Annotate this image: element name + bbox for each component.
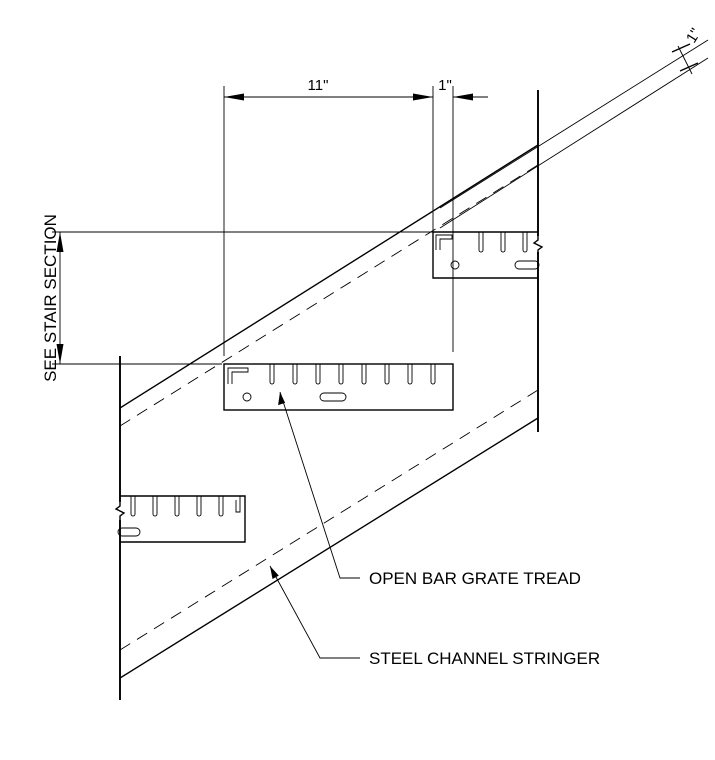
tick-mark-top: [671, 43, 691, 53]
open-bar-grate-tread: [223, 363, 454, 411]
lower-tread-slot: [174, 496, 180, 517]
middle-tread-slot: [315, 364, 321, 385]
upper-tread-bolt-hole: [450, 260, 460, 270]
upper-grate-tread: [432, 231, 544, 279]
middle-tread-slot: [384, 364, 390, 385]
tread-leader-line: [279, 391, 360, 579]
upper-tread-nosing-bar: [435, 234, 453, 250]
arrowhead-bottom: [56, 344, 64, 364]
lower-tread-slot: [130, 496, 136, 517]
lower-tread-slot: [196, 496, 202, 517]
stringer-callout: STEEL CHANNEL STRINGER: [269, 565, 600, 668]
upper-break-gap: [533, 236, 543, 252]
middle-tread-slot: [292, 364, 298, 385]
tread-callout-label: OPEN BAR GRATE TREAD: [369, 569, 581, 588]
lower-tread-slot: [152, 496, 158, 517]
upper-tread-slot: [522, 232, 528, 253]
thickness-dimension-line: [677, 45, 693, 75]
stringer-bottom-flange-hidden: [119, 389, 539, 651]
thickness-dimension: 1": [439, 26, 709, 229]
lower-break-symbol: [114, 502, 126, 520]
stringer-bottom-edge: [119, 417, 539, 679]
stringer-leader-line: [269, 565, 360, 659]
lower-tread-slot-hole: [117, 527, 141, 537]
lower-grate-tread: [114, 495, 246, 543]
thickness-dimension-label: 1": [683, 26, 705, 47]
nosing-label: 1": [438, 77, 452, 94]
middle-tread-slot: [430, 364, 436, 385]
stringer-leader-arrow: [270, 566, 279, 579]
middle-tread-outline: [223, 363, 454, 411]
stringer-callout-label: STEEL CHANNEL STRINGER: [369, 649, 600, 668]
riser-vertical-dimension: SEE STAIR SECTION: [41, 214, 433, 382]
arrowhead-nosing: [453, 93, 473, 101]
tread-leader-arrow: [278, 392, 286, 406]
middle-tread-slot: [269, 364, 275, 385]
middle-tread-nosing-bar: [227, 367, 249, 384]
upper-tread-outline: [432, 231, 538, 279]
lower-tread-slot: [218, 496, 224, 517]
lower-tread-end-bar: [235, 496, 241, 513]
middle-tread-bolt-hole: [242, 392, 252, 402]
middle-tread-slot: [361, 364, 367, 385]
see-stair-section-note: SEE STAIR SECTION: [41, 214, 60, 382]
arrowhead-right: [413, 93, 433, 101]
middle-tread-slot-hole: [319, 392, 347, 402]
tread-horizontal-dimension: 11" 1": [223, 77, 488, 356]
stringer-top-edge: [119, 144, 539, 409]
middle-tread-slot: [338, 364, 344, 385]
middle-tread-slot: [407, 364, 413, 385]
tread-depth-label: 11": [308, 77, 329, 94]
upper-tread-slot: [500, 232, 506, 253]
arrowhead-top: [56, 232, 64, 252]
tread-callout: OPEN BAR GRATE TREAD: [278, 391, 581, 588]
lower-tread-outline: [120, 495, 246, 543]
stringer-top-flange-hidden: [119, 164, 539, 427]
steel-channel-stringer: [119, 90, 539, 700]
upper-tread-slot-hole: [514, 260, 540, 270]
tick-mark-bottom: [679, 62, 699, 72]
upper-break-symbol: [532, 236, 544, 254]
upper-tread-slot: [478, 232, 484, 253]
extension-line-top: [439, 39, 709, 209]
extension-line-bottom: [439, 57, 709, 229]
arrowhead-left: [224, 93, 244, 101]
